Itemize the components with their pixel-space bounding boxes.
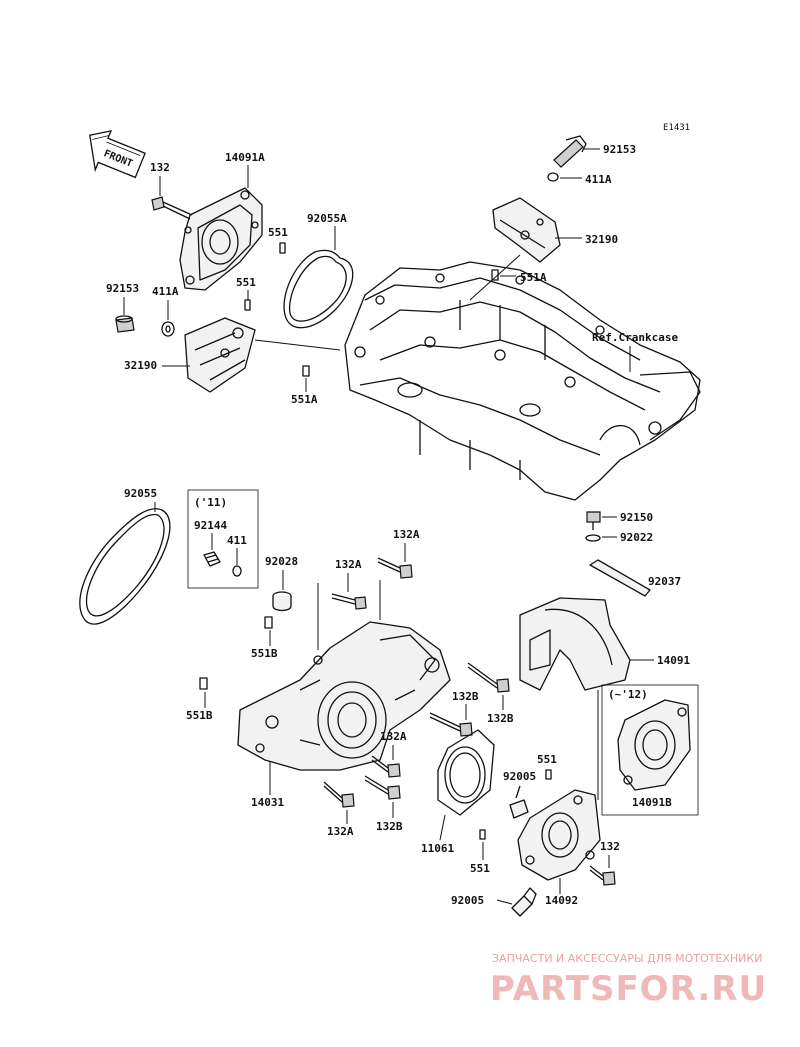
front-arrow-icon: FRONT [89, 129, 146, 179]
fitting-92005-b [511, 887, 537, 917]
o-ring-92055 [79, 508, 171, 625]
bolt-132a-1 [331, 593, 367, 610]
label-411a-right: 411A [585, 173, 612, 186]
label-132b-3: 132B [376, 820, 403, 833]
label-92028: 92028 [265, 555, 298, 568]
bolt-132b-1 [467, 662, 510, 693]
bolt-132a-4 [323, 781, 355, 808]
label-92037: 92037 [648, 575, 681, 588]
dowel-pin-551b-1 [264, 616, 273, 629]
plug-92028 [272, 591, 292, 612]
label-92055: 92055 [124, 487, 157, 500]
bolt-132-bottom [589, 865, 616, 886]
label-11061: 11061 [421, 842, 454, 855]
cover-14092 [517, 789, 601, 881]
label-92153-left: 92153 [106, 282, 139, 295]
label-551-d: 551 [470, 862, 490, 875]
o-ring-92055a [283, 249, 354, 329]
bolt-132b-3 [364, 775, 401, 800]
dowel-pin-551-a [279, 242, 286, 254]
gear-cover-14091a [179, 187, 263, 291]
cover-14091 [519, 597, 631, 691]
year-2011-label: ('11) [194, 496, 227, 509]
ref-crankcase-label: Ref.Crankcase [592, 331, 678, 344]
label-92005-a: 92005 [503, 770, 536, 783]
label-92153-right: 92153 [603, 143, 636, 156]
bolt-132a-3 [371, 755, 401, 778]
bolt-92153-right [553, 135, 587, 168]
bracket-32190-left [184, 317, 256, 393]
watermark-brand: PARTSFOR.RU [490, 969, 767, 1009]
year-2012-label: (~'12) [608, 688, 648, 701]
dowel-pin-551-d [479, 829, 486, 840]
label-132a-3: 132A [380, 730, 407, 743]
bolt-92150 [586, 511, 601, 530]
dowel-pin-551-c [545, 769, 552, 780]
label-14091b: 14091B [632, 796, 672, 809]
watermark-caption: ЗАПЧАСТИ И АКСЕССУАРЫ ДЛЯ МОТОТЕХНИКИ [492, 952, 762, 965]
label-551-c: 551 [537, 753, 557, 766]
bolt-92153-left [115, 315, 135, 333]
bolt-132b-2 [429, 712, 473, 737]
washer-92022 [585, 534, 601, 542]
inset-2011: ('11) 92144 411 [187, 489, 259, 589]
diagram-code: E1431 [663, 123, 690, 133]
bolt-132-top [151, 196, 193, 220]
washer-411a-right [547, 172, 559, 182]
label-132b-1: 132B [487, 712, 514, 725]
label-92055a: 92055A [307, 212, 347, 225]
dowel-pin-551-b [244, 299, 251, 311]
label-92022: 92022 [620, 531, 653, 544]
bracket-32190-right [492, 197, 561, 263]
dowel-pin-551a-top [491, 269, 499, 281]
label-14091: 14091 [657, 654, 690, 667]
label-92005-b: 92005 [451, 894, 484, 907]
fitting-92005-a [509, 785, 529, 819]
crankcase-reference [344, 261, 701, 501]
label-132b-2: 132B [452, 690, 479, 703]
spring-92144 [203, 551, 221, 567]
label-92144: 92144 [194, 519, 227, 532]
bolt-132a-2 [377, 557, 413, 579]
label-411a-left: 411A [152, 285, 179, 298]
label-551b-2: 551B [186, 709, 213, 722]
label-14091a: 14091A [225, 151, 265, 164]
label-132a-2: 132A [393, 528, 420, 541]
label-132a-4: 132A [327, 825, 354, 838]
label-551b-1: 551B [251, 647, 278, 660]
label-551-b: 551 [236, 276, 256, 289]
washer-411a-left [161, 321, 175, 337]
label-14092: 14092 [545, 894, 578, 907]
label-32190-right: 32190 [585, 233, 618, 246]
washer-411 [232, 565, 242, 577]
dowel-pin-551a-bottom [302, 365, 310, 377]
label-551a-top: 551A [520, 271, 547, 284]
label-32190-left: 32190 [124, 359, 157, 372]
cover-14091b [617, 699, 691, 791]
label-411: 411 [227, 534, 247, 547]
label-551-a: 551 [268, 226, 288, 239]
label-551a-bottom: 551A [291, 393, 318, 406]
label-132a-1: 132A [335, 558, 362, 571]
label-92150: 92150 [620, 511, 653, 524]
rod-92037 [589, 559, 651, 597]
gasket-11061 [437, 729, 495, 816]
case-cover-14031 [237, 621, 451, 771]
label-132-top: 132 [150, 161, 170, 174]
dowel-pin-551b-2 [199, 677, 208, 690]
inset-2012: (~'12) 14091B [601, 684, 699, 816]
label-14031: 14031 [251, 796, 284, 809]
label-132-bottom: 132 [600, 840, 620, 853]
